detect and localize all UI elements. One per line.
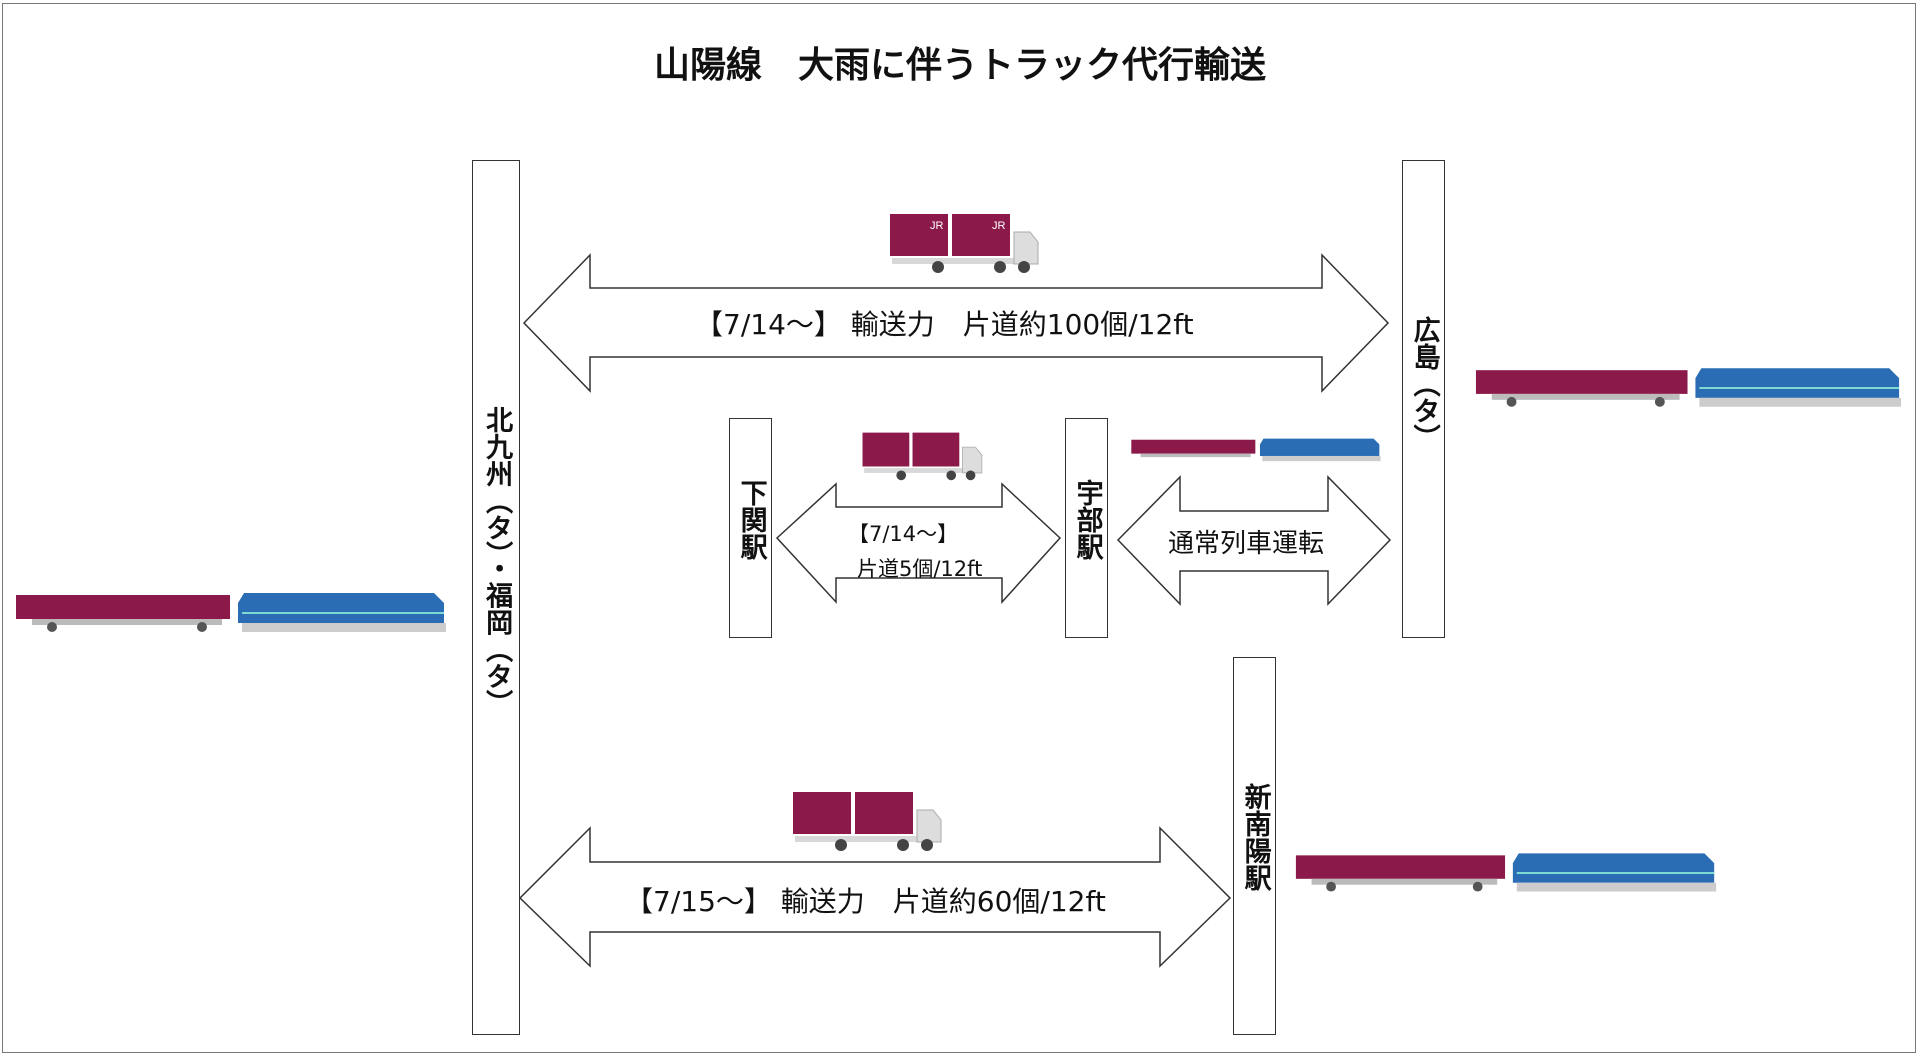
freight-train-icon bbox=[1131, 438, 1381, 462]
svg-text:JR: JR bbox=[992, 220, 1006, 232]
truck-icon: JR JR bbox=[890, 214, 1039, 273]
diagram-frame bbox=[2, 3, 1916, 1053]
truck-icon bbox=[862, 432, 983, 481]
station-label: 新南陽駅 bbox=[1239, 783, 1271, 891]
truck-icon bbox=[793, 792, 942, 851]
route-label-ube-hiroshima: 通常列車運転 bbox=[1168, 529, 1325, 559]
station-label: 北九州（タ）・福岡（タ） bbox=[481, 406, 513, 717]
svg-text:JR: JR bbox=[930, 220, 944, 232]
freight-train-icon bbox=[1295, 853, 1717, 892]
route-arrow-bottom bbox=[518, 826, 1232, 968]
station-kitakyushu-fukuoka: 北九州（タ）・福岡（タ） bbox=[472, 160, 520, 1035]
station-label: 広島（タ） bbox=[1408, 316, 1440, 451]
route-arrow-middle bbox=[775, 482, 1062, 604]
route-label-bottom: 【7/15～】 輸送力 片道約60個/12ft bbox=[625, 885, 1106, 918]
route-label-middle-capacity: 片道5個/12ft bbox=[857, 557, 983, 581]
route-label-middle-date: 【7/14～】 bbox=[848, 522, 959, 546]
station-ube: 宇部駅 bbox=[1065, 418, 1108, 638]
station-label: 下関駅 bbox=[735, 479, 767, 560]
station-shimonoseki: 下関駅 bbox=[729, 418, 772, 638]
station-label: 宇部駅 bbox=[1071, 479, 1103, 560]
page-title: 山陽線 大雨に伴うトラック代行輸送 bbox=[653, 45, 1266, 86]
station-shinnanyo: 新南陽駅 bbox=[1233, 657, 1276, 1035]
route-arrow-top bbox=[522, 253, 1390, 393]
route-label-top: 【7/14～】 輸送力 片道約100個/12ft bbox=[695, 308, 1194, 341]
freight-train-icon bbox=[1475, 368, 1902, 407]
route-arrow-ube-hiroshima bbox=[1116, 475, 1392, 606]
station-hiroshima: 広島（タ） bbox=[1402, 160, 1445, 638]
freight-train-icon bbox=[16, 593, 446, 632]
